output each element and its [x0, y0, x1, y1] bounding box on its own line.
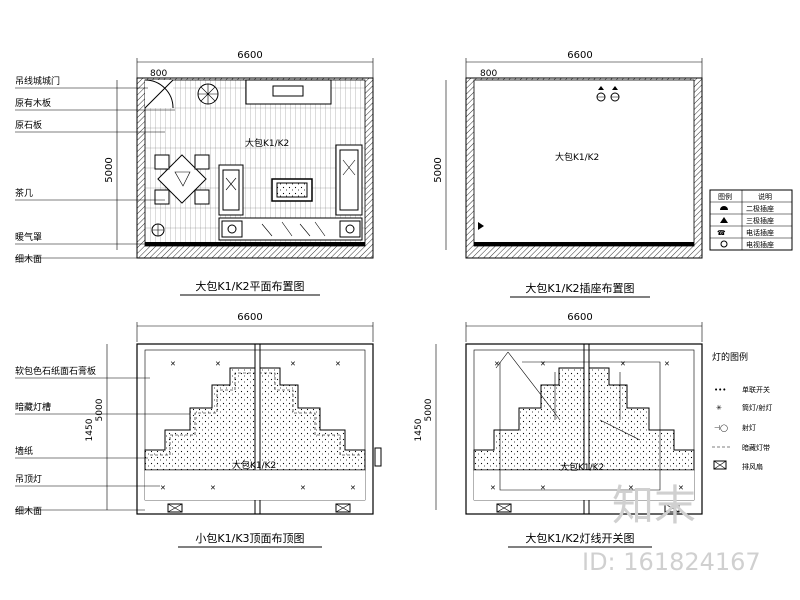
watermark: 知末 ID: 161824167 — [582, 481, 761, 576]
plant-icon — [197, 83, 219, 105]
socket-two-pin-icon — [720, 206, 728, 210]
furniture-room-label: 大包K1/K2 — [245, 137, 289, 149]
spotlight-icon: ⊣◯ — [714, 424, 728, 432]
svg-text:✕: ✕ — [160, 484, 166, 492]
svg-text:✕: ✕ — [540, 484, 546, 492]
lighting-fixtures: ✕ ✕ ✕ ✕ ✕ ✕ ✕ ✕ — [490, 360, 684, 492]
light-legend-title: 灯的图例 — [712, 351, 748, 363]
ceiling-width-dim: 6600 — [237, 312, 262, 323]
socket-room-label: 大包K1/K2 — [555, 151, 599, 163]
light-legend-row-2: 射灯 — [742, 423, 756, 432]
socket-door-dim: 800 — [480, 69, 497, 79]
callout-top-0: 吊线城城门 — [15, 75, 60, 87]
lighting-plan-title: 大包K1/K2灯线开关图 — [525, 531, 634, 545]
watermark-id: ID: 161824167 — [582, 548, 761, 576]
callout-bottom-2: 墙纸 — [15, 445, 33, 457]
callout-top-5: 细木面 — [15, 253, 42, 265]
svg-text:✕: ✕ — [350, 484, 356, 492]
callout-top-1: 原有木板 — [15, 97, 51, 109]
socket-width-dim: 6600 — [567, 50, 592, 61]
svg-text:✕: ✕ — [628, 484, 634, 492]
callout-bottom-0: 软包色石纸面石膏板 — [15, 365, 96, 377]
svg-text:✕: ✕ — [300, 484, 306, 492]
door-swing-icon — [144, 79, 174, 109]
svg-text:✕: ✕ — [664, 360, 670, 368]
callout-top-2: 原石板 — [15, 119, 42, 131]
ceiling-height-dim: 5000 — [95, 398, 105, 421]
light-legend-row-3: 暗藏灯带 — [742, 443, 770, 452]
svg-text:✕: ✕ — [170, 360, 176, 368]
socket-marker-icon — [478, 222, 484, 230]
ceiling-side-dim: 1450 — [85, 418, 95, 441]
tv-socket-icon — [596, 86, 620, 102]
furniture-door-dim: 800 — [150, 69, 167, 79]
socket-legend-row-3: 电视插座 — [746, 240, 774, 249]
single-switch-icon: ••• — [714, 386, 726, 394]
downlight-icon: ✳ — [716, 404, 722, 412]
furniture-plan: 6600 800 5000 — [15, 50, 374, 296]
svg-text:✕: ✕ — [215, 360, 221, 368]
callout-top-4: 暖气罩 — [15, 231, 42, 243]
socket-three-pin-icon — [720, 217, 728, 223]
socket-legend: 图例 说明 ☎ 二极插座 三极插座 电话插座 电视插座 — [709, 189, 793, 251]
furniture-width-dim: 6600 — [237, 50, 262, 61]
callout-bottom-3: 吊顶灯 — [15, 474, 42, 485]
lighting-side-dim: 1450 — [414, 418, 424, 441]
ceiling-callouts: 软包色石纸面石膏板 暗藏灯槽 墙纸 吊顶灯 细木面 — [15, 365, 190, 517]
socket-plan: 6600 800 5000 大包K1/K2 大包K1/K2插座布置图 图例 说明 — [433, 50, 793, 298]
dining-table-icon — [154, 154, 210, 205]
tv-socket-legend-icon — [720, 240, 728, 248]
socket-plan-title: 大包K1/K2插座布置图 — [525, 281, 634, 295]
furniture-height-dim: 5000 — [104, 157, 115, 182]
socket-legend-row-2: 电话插座 — [746, 228, 774, 237]
svg-text:✕: ✕ — [490, 484, 496, 492]
lighting-plan: 6600 5000 1450 ✕ ✕ ✕ ✕ ✕ ✕ ✕ ✕ 大包K1/K2 大包K1/… — [414, 312, 772, 548]
callout-top-3: 茶几 — [15, 187, 33, 199]
callout-bottom-1: 暗藏灯槽 — [15, 401, 51, 413]
light-legend: 灯的图例 ••• ✳ ⊣◯ 单联开关 筒灯/射灯 射灯 暗藏灯带 排风扇 — [712, 351, 772, 471]
ceiling-plan: 6600 5000 1450 ✕ ✕ ✕ ✕ ✕ ✕ ✕ ✕ 大包K1/K2 — [15, 312, 382, 548]
svg-text:✕: ✕ — [290, 360, 296, 368]
svg-text:✕: ✕ — [620, 360, 626, 368]
socket-legend-desc-header: 说明 — [758, 192, 772, 201]
svg-text:✕: ✕ — [678, 484, 684, 492]
callout-bottom-4: 细木面 — [15, 505, 42, 517]
svg-text:✕: ✕ — [210, 484, 216, 492]
svg-text:✕: ✕ — [335, 360, 341, 368]
socket-height-dim: 5000 — [433, 157, 444, 182]
socket-legend-row-1: 三极插座 — [746, 216, 774, 225]
light-legend-row-0: 单联开关 — [742, 385, 770, 394]
sofa-icon — [218, 164, 244, 216]
svg-text:✕: ✕ — [494, 360, 500, 368]
light-legend-row-1: 筒灯/射灯 — [742, 403, 772, 412]
lighting-height-dim: 5000 — [424, 398, 434, 421]
socket-legend-row-0: 二极插座 — [746, 204, 774, 213]
socket-legend-symbol-header: 图例 — [718, 192, 732, 201]
switch-wiring — [495, 351, 661, 491]
phone-socket-icon: ☎ — [717, 229, 726, 237]
ceiling-room-label: 大包K1/K2 — [232, 459, 276, 471]
sofa-right-icon — [335, 144, 363, 216]
furniture-callouts: 吊线城城门 原有木板 原石板 茶几 暖气罩 细木面 — [15, 75, 175, 265]
watermark-brand: 知末 — [612, 481, 696, 530]
light-legend-row-4: 排风扇 — [742, 462, 763, 471]
furniture-plan-title: 大包K1/K2平面布置图 — [195, 279, 304, 293]
svg-text:✕: ✕ — [540, 360, 546, 368]
ceiling-lights: ✕ ✕ ✕ ✕ ✕ ✕ ✕ ✕ — [160, 360, 356, 492]
lighting-width-dim: 6600 — [567, 312, 592, 323]
ceiling-plan-title: 小包K1/K3顶面布顶图 — [195, 532, 304, 545]
lighting-room-label: 大包K1/K2 — [560, 461, 604, 473]
